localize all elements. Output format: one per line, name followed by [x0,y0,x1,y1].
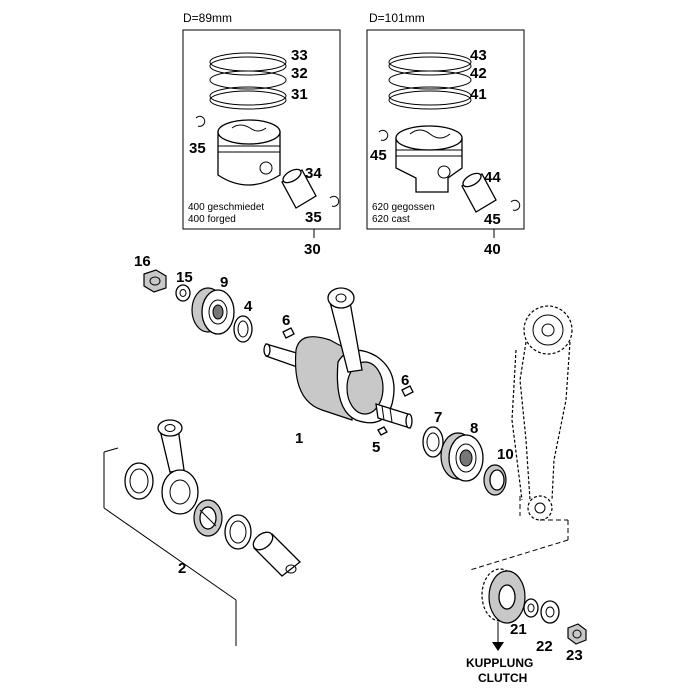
label-6-right: 6 [401,372,409,389]
label-33: 33 [291,47,308,64]
label-16: 16 [134,253,151,270]
down-arrow-icon [492,642,504,651]
lock-washer-21 [523,598,539,618]
woodruff-key-6-left [282,327,295,339]
piston-ring-33 [209,52,287,72]
bearing-8 [440,432,484,482]
nut-16 [143,269,167,293]
washer-22 [540,600,560,624]
label-7: 7 [434,409,442,426]
label-1: 1 [295,430,303,447]
timing-chain [511,305,573,521]
bearing-9 [191,287,235,335]
piston-group-101mm: D=101mm 43 42 41 45 44 45 620 gegossen 6… [366,11,525,258]
label-31: 31 [291,86,308,103]
caption-clutch: CLUTCH [478,671,527,685]
caption-kupplung: KUPPLUNG [466,656,533,670]
label-41: 41 [470,86,487,103]
circlip-35-top [195,115,206,127]
label-42: 42 [470,65,487,82]
label-15: 15 [176,269,193,286]
label-4: 4 [244,298,253,315]
label-35-top: 35 [189,140,206,157]
label-5: 5 [372,439,380,456]
label-34: 34 [305,165,322,182]
label-40: 40 [484,241,501,258]
label-32: 32 [291,65,308,82]
clutch-gear [481,568,526,624]
label-2: 2 [178,560,186,577]
piston-cast [395,125,463,193]
washer-4 [233,315,253,343]
circlip-35-bottom [329,195,340,207]
piston-ring-32 [209,70,287,90]
woodruff-key-6-right [401,385,414,397]
piston-ring-31 [209,86,287,106]
piston-box-left [182,29,341,230]
piston-ring-42 [388,70,472,90]
shaft-seal-10 [483,464,507,496]
washer-15 [175,284,191,302]
piston-forged [217,119,281,186]
bore-dimension-right: D=101mm [369,11,425,25]
label-21: 21 [510,621,527,638]
label-35-bottom: 35 [305,209,322,226]
label-9: 9 [220,274,228,291]
note-cast-en: 620 cast [372,214,410,225]
label-43: 43 [470,47,487,64]
woodruff-key-5 [377,426,388,436]
piston-ring-43 [388,52,472,72]
label-10: 10 [497,446,514,463]
label-45-top: 45 [370,147,387,164]
label-30: 30 [304,241,321,258]
piston-pin-34 [281,168,317,209]
piston-ring-41 [388,86,472,106]
circlip-45-top [378,129,389,141]
note-forged-en: 400 forged [188,214,236,225]
conrod-kit-2 [103,419,301,646]
bore-dimension-left: D=89mm [183,11,232,25]
piston-box-right [366,29,525,230]
piston-group-89mm: D=89mm 33 32 31 35 34 35 400 geschmiedet… [182,11,341,258]
label-8: 8 [470,420,478,437]
label-22: 22 [536,638,553,655]
crankshaft-1 [263,287,413,429]
note-forged-de: 400 geschmiedet [188,202,264,213]
washer-7 [422,426,444,458]
piston-pin-44 [461,172,497,213]
label-6-left: 6 [282,312,290,329]
label-45-bottom: 45 [484,211,501,228]
note-cast-de: 620 gegossen [372,202,435,213]
circlip-45-bottom [510,199,521,211]
label-23: 23 [566,647,583,664]
label-44: 44 [484,169,501,186]
nut-23 [567,623,587,645]
